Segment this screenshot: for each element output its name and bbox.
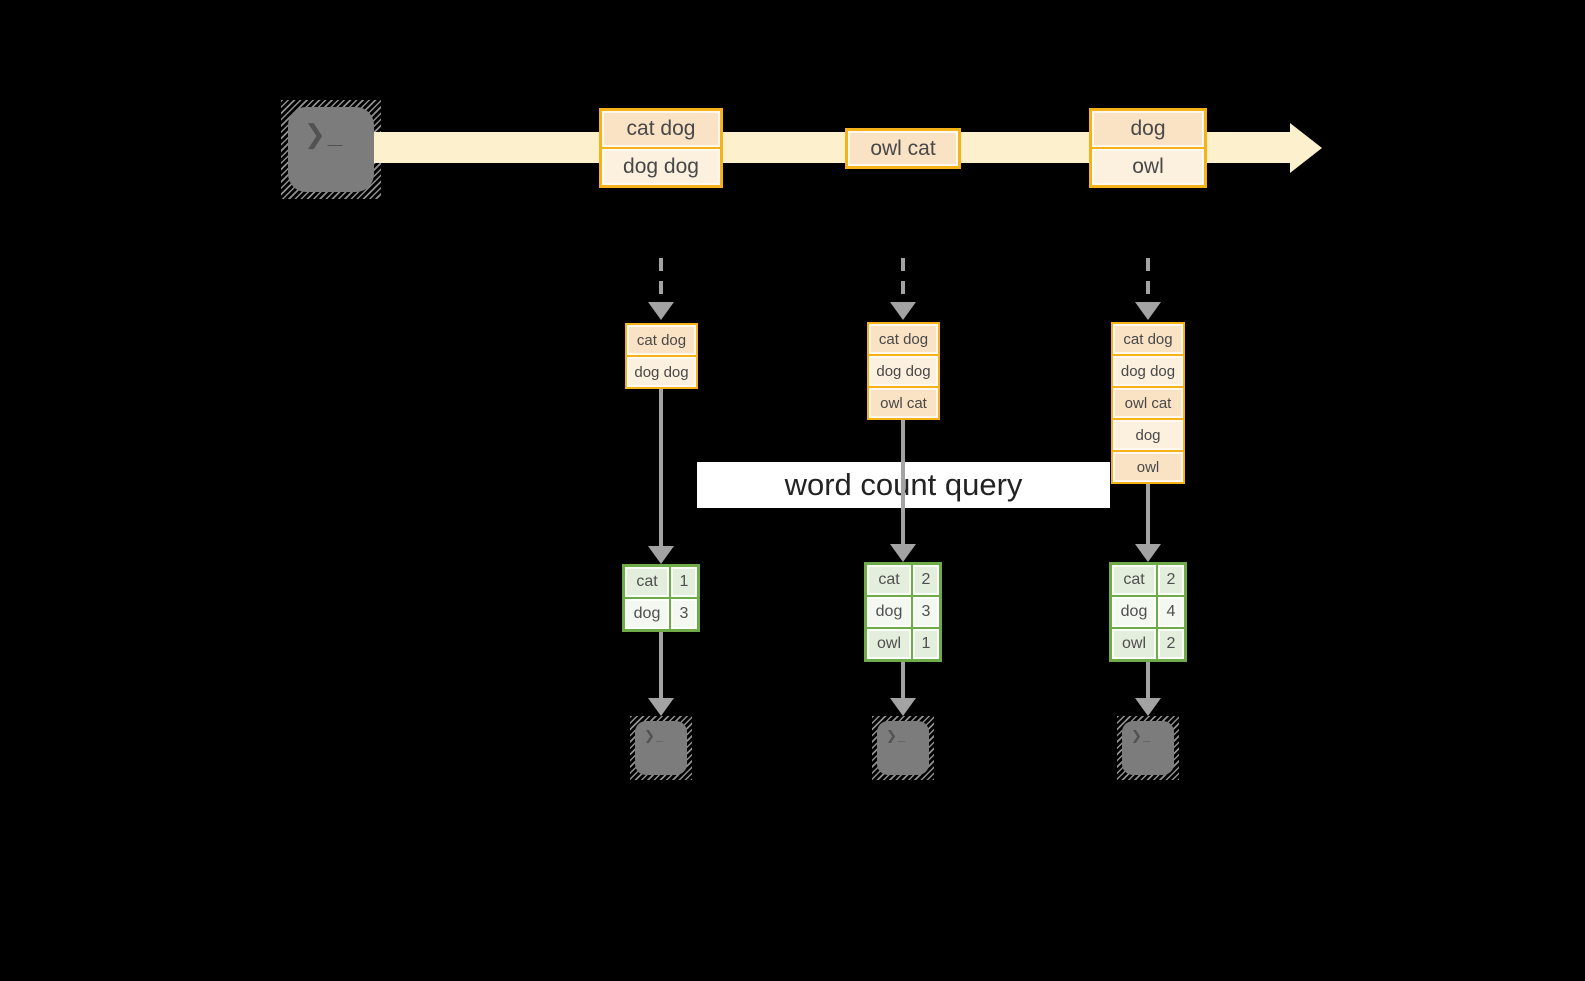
result-word: owl (867, 629, 911, 659)
arrow-shaft (901, 662, 905, 698)
input-row: dog dog (1113, 356, 1183, 386)
result-row: dog 3 (625, 599, 697, 629)
arrow-head-icon (1135, 544, 1161, 562)
terminal-prompt-icon: ❯_ (644, 728, 665, 743)
arrow-shaft (901, 420, 905, 544)
input-row: cat dog (1113, 324, 1183, 354)
arrow-shaft (659, 632, 663, 698)
result-word: dog (625, 599, 669, 629)
sink-terminal-body: ❯_ (635, 721, 687, 775)
input-row: owl cat (869, 388, 938, 418)
sink-terminal-icon-2: ❯_ (872, 716, 934, 780)
arrow-head-icon (890, 544, 916, 562)
arrow-head-icon (648, 302, 674, 320)
output-arrow-3 (1135, 662, 1161, 716)
output-arrow-2 (890, 662, 916, 716)
input-row: dog dog (869, 356, 938, 386)
input-row: dog dog (627, 357, 696, 387)
stream-batch-3: dog owl (1089, 108, 1207, 188)
stream-arrowhead-icon (1290, 123, 1322, 173)
input-row: cat dog (869, 324, 938, 354)
result-row: owl 1 (867, 629, 939, 659)
result-word: dog (867, 597, 911, 627)
trigger-arrow-3 (1135, 258, 1161, 320)
query-arrow-3 (1135, 484, 1161, 562)
input-row: owl (1113, 452, 1183, 482)
arrow-head-icon (890, 302, 916, 320)
result-row: dog 3 (867, 597, 939, 627)
result-word: cat (1112, 565, 1156, 595)
result-word: dog (1112, 597, 1156, 627)
arrow-head-icon (648, 546, 674, 564)
arrow-shaft (1146, 258, 1150, 302)
stream-record: owl cat (848, 131, 958, 166)
sink-terminal-icon-1: ❯_ (630, 716, 692, 780)
stream-record: cat dog (602, 111, 720, 147)
result-count: 1 (913, 629, 939, 659)
result-word: cat (867, 565, 911, 595)
trigger-arrow-1 (648, 258, 674, 320)
query-arrow-1 (648, 389, 674, 564)
input-table-2: cat dog dog dog owl cat (867, 322, 940, 420)
input-table-1: cat dog dog dog (625, 323, 698, 389)
result-row: cat 1 (625, 567, 697, 597)
stream-record: dog (1092, 111, 1204, 147)
result-count: 1 (671, 567, 697, 597)
result-count: 4 (1158, 597, 1184, 627)
trigger-arrow-2 (890, 258, 916, 320)
stream-batch-1: cat dog dog dog (599, 108, 723, 188)
arrow-shaft (659, 258, 663, 302)
stream-batch-2: owl cat (845, 128, 961, 169)
stream-record: dog dog (602, 149, 720, 185)
terminal-prompt-icon: ❯_ (886, 728, 907, 743)
input-row: dog (1113, 420, 1183, 450)
output-arrow-1 (648, 632, 674, 716)
result-word: owl (1112, 629, 1156, 659)
query-arrow-2 (890, 420, 916, 562)
result-table-1: cat 1 dog 3 (622, 564, 700, 632)
result-table-3: cat 2 dog 4 owl 2 (1109, 562, 1187, 662)
sink-terminal-body: ❯_ (1122, 721, 1174, 775)
input-table-3: cat dog dog dog owl cat dog owl (1111, 322, 1185, 484)
arrow-head-icon (1135, 698, 1161, 716)
result-row: dog 4 (1112, 597, 1184, 627)
source-terminal-body: ❯_ (288, 107, 374, 192)
arrow-shaft (901, 258, 905, 302)
arrow-shaft (659, 389, 663, 546)
result-row: cat 2 (867, 565, 939, 595)
arrow-head-icon (890, 698, 916, 716)
arrow-head-icon (1135, 302, 1161, 320)
input-row: cat dog (627, 325, 696, 355)
result-count: 2 (913, 565, 939, 595)
result-count: 3 (671, 599, 697, 629)
result-word: cat (625, 567, 669, 597)
result-row: owl 2 (1112, 629, 1184, 659)
result-table-2: cat 2 dog 3 owl 1 (864, 562, 942, 662)
input-row: owl cat (1113, 388, 1183, 418)
result-row: cat 2 (1112, 565, 1184, 595)
stream-record: owl (1092, 149, 1204, 185)
terminal-prompt-icon: ❯_ (304, 119, 345, 149)
source-terminal-icon: ❯_ (281, 100, 381, 199)
sink-terminal-body: ❯_ (877, 721, 929, 775)
arrow-shaft (1146, 484, 1150, 544)
arrow-head-icon (648, 698, 674, 716)
terminal-prompt-icon: ❯_ (1131, 728, 1152, 743)
result-count: 3 (913, 597, 939, 627)
arrow-shaft (1146, 662, 1150, 698)
result-count: 2 (1158, 565, 1184, 595)
sink-terminal-icon-3: ❯_ (1117, 716, 1179, 780)
result-count: 2 (1158, 629, 1184, 659)
